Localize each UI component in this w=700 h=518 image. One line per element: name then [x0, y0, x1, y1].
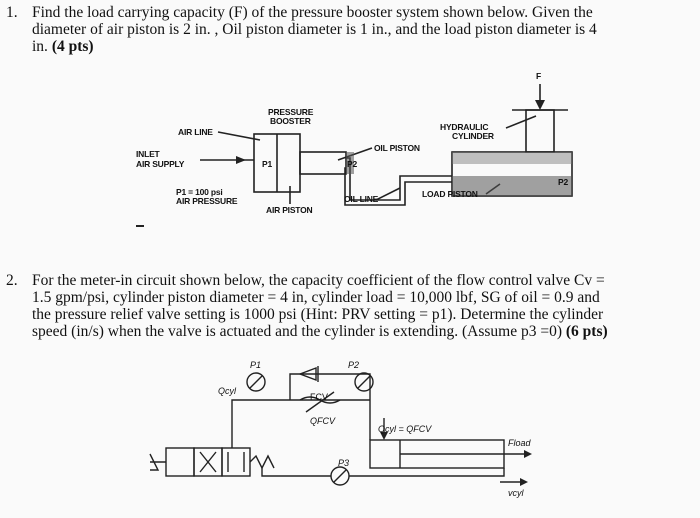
- question-1-line-1: Find the load carrying capacity (F) of t…: [32, 4, 593, 21]
- fcv-label: FCV: [310, 392, 328, 402]
- pressure-booster-label-2: BOOSTER: [270, 116, 311, 126]
- question-2-number: 2.: [6, 272, 18, 289]
- hydraulic-label-1: HYDRAULIC: [440, 122, 489, 132]
- oil-fill: [452, 176, 572, 196]
- question-1-line-3: in. (4 pts): [32, 38, 94, 55]
- fcv-orifice: [299, 396, 341, 404]
- flow-arrow-icon: [380, 432, 388, 440]
- circuit-p3-label: P3: [338, 458, 350, 468]
- question-2-line-4: speed (in/s) when the valve is actuated …: [32, 323, 608, 340]
- pressure-booster-label-1: PRESSURE: [268, 107, 314, 117]
- air-line-label: AIR LINE: [178, 127, 213, 137]
- force-arrow-icon: [535, 100, 545, 110]
- supply-line: [231, 399, 290, 448]
- air-piston-label: AIR PISTON: [266, 205, 313, 215]
- question-1-points: (4 pts): [51, 38, 94, 55]
- question-2-points: (6 pts): [565, 323, 608, 340]
- inlet-label: INLET: [136, 149, 160, 159]
- hydraulic-label-2: CYLINDER: [452, 131, 494, 141]
- dcv-block-3: [221, 447, 251, 477]
- dcv-block-1: [165, 447, 195, 477]
- flow-equality-label: Qcyl = QFCV: [378, 424, 432, 434]
- pressure-booster-diagram: [136, 84, 573, 227]
- oil-line-label: OIL LINE: [344, 194, 379, 204]
- question-2-text: For the meter-in circuit shown below, th…: [32, 272, 608, 340]
- question-2-line-2: 1.5 gpm/psi, cylinder piston diameter = …: [32, 289, 600, 306]
- p1-value-label: P1 = 100 psi: [176, 187, 223, 197]
- v-cyl-label: vcyl: [508, 488, 524, 498]
- velocity-arrow-icon: [520, 478, 528, 486]
- air-supply-label: AIR SUPPLY: [136, 159, 185, 169]
- force-label: F: [536, 71, 541, 81]
- oil-piston-label: OIL PISTON: [374, 143, 420, 153]
- p2-gauge-icon: [354, 372, 374, 392]
- p2-label: P2: [347, 159, 357, 169]
- air-pressure-label: AIR PRESSURE: [176, 196, 238, 206]
- question-1-line-2: diameter of air piston is 2 in. , Oil pi…: [32, 21, 597, 38]
- circuit-p2-label: P2: [348, 360, 360, 370]
- fcv-bypass-line: [289, 373, 371, 440]
- load-arrow-icon: [524, 450, 532, 458]
- question-2-line-3: the pressure relief valve setting is 100…: [32, 306, 604, 323]
- circuit-p1-label: P1: [250, 360, 262, 370]
- p1-gauge-icon: [246, 372, 266, 392]
- q-cyl-label: Qcyl: [218, 386, 236, 396]
- q-fcv-label: QFCV: [310, 416, 336, 426]
- load-piston-label: LOAD PISTON: [422, 189, 478, 199]
- inlet-arrow-icon: [236, 156, 246, 164]
- f-load-label: Fload: [508, 438, 531, 448]
- question-1-text: Find the load carrying capacity (F) of t…: [32, 4, 597, 55]
- question-1-number: 1.: [6, 4, 18, 21]
- p1-label: P1: [262, 159, 272, 169]
- p2-load-label: P2: [558, 177, 568, 187]
- question-2-line-1: For the meter-in circuit shown below, th…: [32, 272, 605, 289]
